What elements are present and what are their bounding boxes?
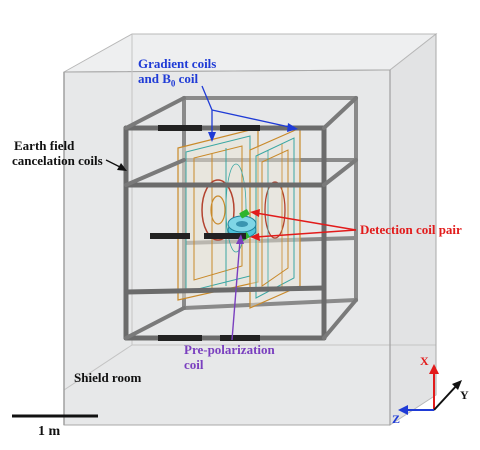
gradient-arrowhead-left	[208, 132, 216, 142]
detection-arrowhead-bottom	[250, 233, 260, 241]
prepol-pointer	[231, 239, 241, 341]
y-axis-arrow	[433, 383, 459, 411]
earth-coil-dark-segments	[150, 125, 260, 341]
gradient-coils-line2: and B0 coil	[138, 71, 216, 92]
gradient-arrowhead-right	[287, 123, 298, 132]
prepol-line2: coil	[184, 357, 204, 372]
prepol-arrowhead	[236, 234, 244, 244]
x-axis-label: X	[420, 354, 429, 368]
shield-room-label: Shield room	[74, 370, 142, 385]
y-axis-arrowhead	[452, 380, 462, 390]
gradient-line2-suffix: coil	[175, 71, 199, 86]
detection-coil-label: Detection coil pair	[360, 222, 462, 237]
prepol-coil-label: Pre-polarization coil	[184, 342, 275, 372]
gradient-coils-line1: Gradient coils	[138, 56, 217, 71]
z-axis-label: Z	[392, 412, 401, 426]
z-axis-arrowhead	[398, 405, 408, 415]
pre-polarization-coil	[227, 215, 257, 239]
gradient-coils-label: Gradient coils and B0 coil	[138, 56, 216, 92]
earth-field-line1: Earth field	[14, 138, 75, 153]
prepol-line1: Pre-polarization	[184, 342, 275, 357]
earth-field-label: Earth field cancelation coils	[12, 138, 103, 168]
gradient-line2-sub: 0	[170, 78, 176, 89]
earth-coil-connectors	[124, 96, 358, 340]
detection-pointers	[255, 212, 357, 238]
x-axis-arrowhead	[429, 364, 439, 374]
earth-field-arrowhead	[117, 163, 127, 171]
gradient-line2-prefix: and B	[138, 71, 171, 86]
gradient-coil-right	[249, 127, 301, 309]
coordinate-axes	[398, 364, 462, 415]
detection-arrowhead-top	[250, 209, 260, 217]
earth-field-line2: cancelation coils	[12, 153, 103, 168]
gradient-pointers	[201, 85, 295, 136]
y-axis-label: Y	[460, 388, 469, 402]
scale-label: 1 m	[38, 424, 61, 439]
